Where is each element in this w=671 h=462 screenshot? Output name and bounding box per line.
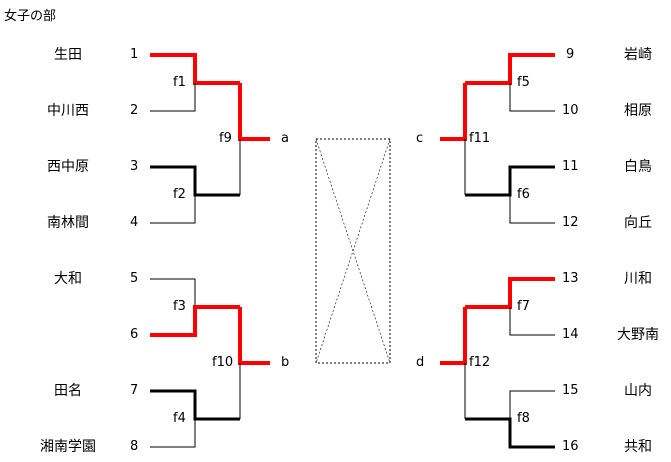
seed-3: 3: [130, 159, 139, 174]
team-name-1: 生田: [54, 47, 82, 63]
line-f9-winner: [238, 83, 270, 141]
match-f5: f5: [517, 75, 530, 90]
match-f7: f7: [517, 299, 530, 314]
match-f9: f9: [219, 131, 232, 146]
line-seed-5: [150, 278, 196, 307]
seed-11: 11: [562, 159, 579, 174]
seed-4: 4: [130, 215, 139, 230]
line-seed-8: [150, 419, 196, 448]
final-box-diagonal-2: [315, 138, 391, 364]
team-name-15: 山内: [624, 383, 652, 399]
team-name-10: 相原: [624, 103, 652, 119]
match-f11: f11: [469, 131, 491, 146]
line-seed-7: [150, 389, 240, 421]
seed-15: 15: [562, 383, 579, 398]
team-name-12: 向丘: [624, 215, 652, 231]
line-seed-10: [509, 83, 555, 112]
seed-10: 10: [562, 103, 579, 118]
team-name-16: 共和: [624, 439, 652, 455]
line-f12-winner: [440, 307, 467, 365]
line-seed-4: [150, 195, 196, 224]
seed-8: 8: [130, 439, 139, 454]
line-seed-14: [509, 307, 555, 336]
team-name-7: 田名: [54, 383, 82, 399]
line-seed-3: [150, 165, 240, 197]
match-f1: f1: [173, 75, 186, 90]
match-f12: f12: [469, 355, 491, 370]
team-name-9: 岩崎: [624, 47, 652, 63]
semi-c: c: [416, 131, 424, 146]
line-f11-winner: [440, 83, 467, 141]
team-name-5: 大和: [54, 271, 82, 287]
seed-12: 12: [562, 215, 579, 230]
team-name-11: 白鳥: [624, 159, 652, 175]
final-box: [315, 138, 391, 364]
team-name-2: 中川西: [47, 103, 89, 119]
seed-7: 7: [130, 383, 139, 398]
line-seed-9: [465, 53, 555, 85]
line-seed-6: [150, 305, 240, 337]
match-f6: f6: [517, 187, 530, 202]
team-name-13: 川和: [624, 271, 652, 287]
line-seed-12: [509, 195, 555, 224]
match-f2: f2: [173, 187, 186, 202]
match-f10: f10: [212, 355, 234, 370]
seed-2: 2: [130, 103, 139, 118]
line-seed-2: [150, 83, 196, 112]
line-seed-15: [509, 390, 555, 419]
line-seed-1: [150, 53, 240, 85]
team-name-14: 大野南: [617, 327, 659, 343]
semi-a: a: [281, 131, 289, 146]
line-seed-16: [465, 417, 555, 449]
seed-16: 16: [562, 439, 579, 454]
seed-14: 14: [562, 327, 579, 342]
seed-5: 5: [130, 271, 139, 286]
line-f10-winner: [238, 307, 270, 365]
seed-1: 1: [130, 47, 139, 62]
semi-b: b: [281, 355, 290, 370]
team-name-3: 西中原: [47, 159, 89, 175]
match-f3: f3: [173, 299, 186, 314]
match-f4: f4: [173, 411, 186, 426]
page-title: 女子の部: [4, 9, 57, 24]
line-seed-11: [465, 165, 555, 197]
team-name-4: 南林間: [47, 215, 89, 231]
match-f8: f8: [517, 411, 530, 426]
seed-13: 13: [562, 271, 579, 286]
seed-9: 9: [566, 47, 575, 62]
seed-6: 6: [130, 327, 139, 342]
team-name-8: 湘南学園: [40, 439, 96, 455]
line-seed-13: [465, 277, 555, 309]
semi-d: d: [416, 355, 425, 370]
